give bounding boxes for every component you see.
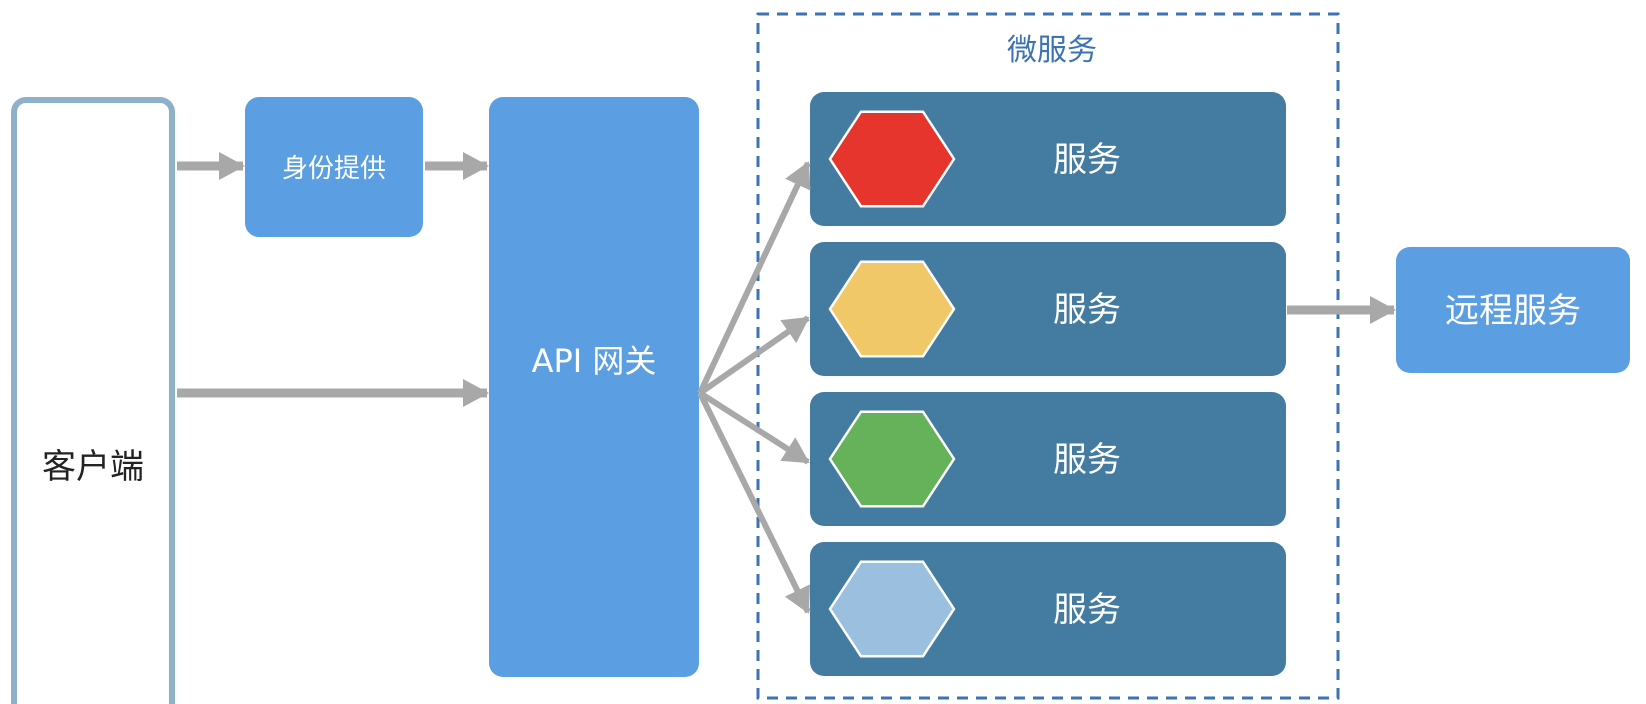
service-label: 服务 <box>1053 140 1121 180</box>
arrow-gateway-to-service-4 <box>697 391 811 614</box>
service-label: 服务 <box>1053 290 1121 330</box>
connectors <box>177 152 1396 614</box>
remote-service-box <box>1396 247 1630 373</box>
hexagon-icon <box>828 110 956 208</box>
service-4: 服务 <box>810 542 1286 676</box>
hexagon-icon <box>828 260 956 358</box>
arrow-gateway-to-service-3 <box>698 390 810 465</box>
remote-service-label: 远程服务 <box>1445 291 1581 331</box>
service-3: 服务 <box>810 392 1286 526</box>
arrow-gateway-to-service-2 <box>698 315 810 396</box>
microservices-group-title: 微服务 <box>1007 33 1097 68</box>
api-gateway-box <box>489 97 699 677</box>
service-label: 服务 <box>1053 440 1121 480</box>
hexagon-icon <box>828 560 956 658</box>
client-label: 客户端 <box>42 447 144 487</box>
client-box <box>11 97 175 704</box>
arrow-gateway-to-service-1 <box>697 161 811 395</box>
identity-provider-box <box>245 97 423 237</box>
service-2: 服务 <box>810 242 1286 376</box>
api-gateway-label: API 网关 <box>532 342 657 380</box>
service-1: 服务 <box>810 92 1286 226</box>
hexagon-icon <box>828 410 956 508</box>
identity-provider-label: 身份提供 <box>282 154 386 184</box>
service-label: 服务 <box>1053 590 1121 630</box>
